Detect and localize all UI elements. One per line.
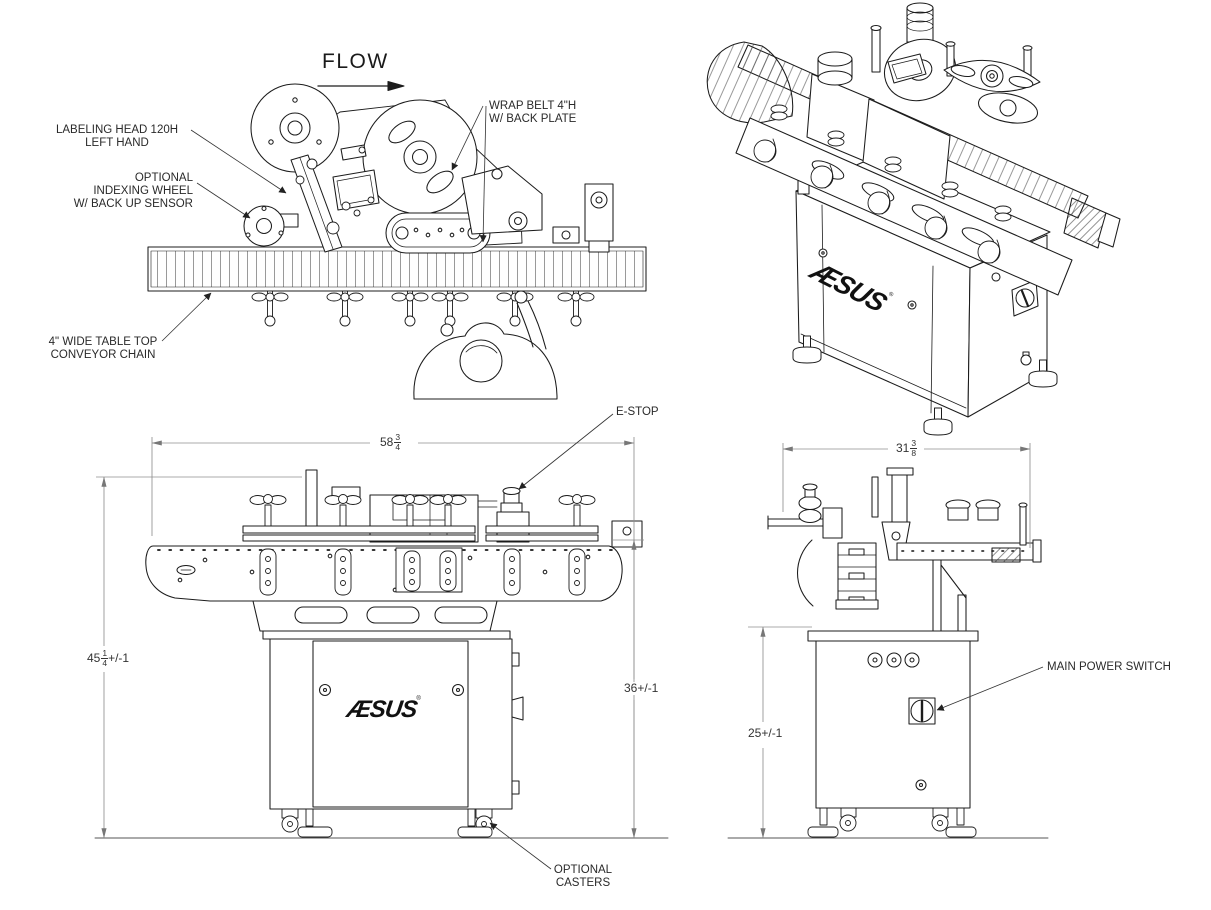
- dispense-plate: [290, 154, 343, 253]
- iso-power-switch: [1011, 279, 1039, 317]
- front-casters: [281, 808, 493, 838]
- side-power-switch: [908, 697, 936, 725]
- rewind-reel: [362, 99, 478, 215]
- side-label-head: [796, 539, 879, 610]
- plan-view-drawing: [147, 80, 647, 400]
- callout-indexing-wheel: OPTIONAL INDEXING WHEEL W/ BACK UP SENSO…: [73, 172, 193, 210]
- callout-main-power-switch: MAIN POWER SWITCH: [1047, 661, 1171, 673]
- front-pedestal: [252, 600, 511, 640]
- callout-estop: E-STOP: [616, 406, 659, 418]
- front-bottle-guides: [259, 547, 586, 596]
- flow-arrow: [317, 80, 405, 92]
- unwind-reel: [250, 83, 340, 173]
- front-knob-posts: [249, 494, 596, 527]
- side-infeed-fork: [767, 483, 843, 539]
- dimension-lines: [96, 437, 1031, 839]
- iso-guide-knobs: [753, 104, 1012, 264]
- web-rollers: [295, 146, 375, 235]
- callout-optional-casters: OPTIONAL CASTERS: [553, 864, 613, 889]
- leader-lines: [161, 105, 1044, 870]
- side-conveyor-section: [896, 499, 1042, 633]
- side-casters: [807, 807, 977, 838]
- iso-back-plates: [806, 73, 951, 200]
- callout-table-top-conveyor: 4" WIDE TABLE TOP CONVEYOR CHAIN: [48, 336, 158, 361]
- exit-drive: [552, 183, 614, 253]
- front-view-drawing: [94, 469, 669, 839]
- plan-conveyor: [147, 246, 647, 292]
- front-head-frame: [331, 486, 498, 543]
- iso-side-knobs: [991, 272, 1032, 366]
- callout-wrap-belt: WRAP BELT 4"H W/ BACK PLATE: [489, 100, 577, 125]
- iso-labeling-head: [817, 2, 1041, 124]
- back-plate: [461, 165, 543, 235]
- flow-label: FLOW: [322, 50, 389, 73]
- front-cabinet: [269, 638, 524, 810]
- front-mast: [305, 469, 318, 529]
- indexing-wheel: [243, 205, 299, 247]
- front-guide-rails: [242, 525, 599, 542]
- side-tower: [871, 467, 914, 561]
- plan-guide-posts: [251, 290, 595, 327]
- aesus-logo-front: ÆSUS®: [345, 696, 421, 723]
- side-view-drawing: [727, 467, 1049, 839]
- dimension-front-height-belt: 36+/-1: [621, 682, 662, 695]
- side-cabinet: [807, 630, 979, 809]
- isometric-view-drawing: [706, 2, 1121, 436]
- control-screen: [332, 144, 380, 211]
- dimension-side-height-cabinet: 25+/-1: [745, 727, 786, 740]
- front-estop: [496, 486, 530, 543]
- operator-figure: [413, 290, 558, 400]
- callout-labeling-head: LABELING HEAD 120H LEFT HAND: [55, 124, 179, 149]
